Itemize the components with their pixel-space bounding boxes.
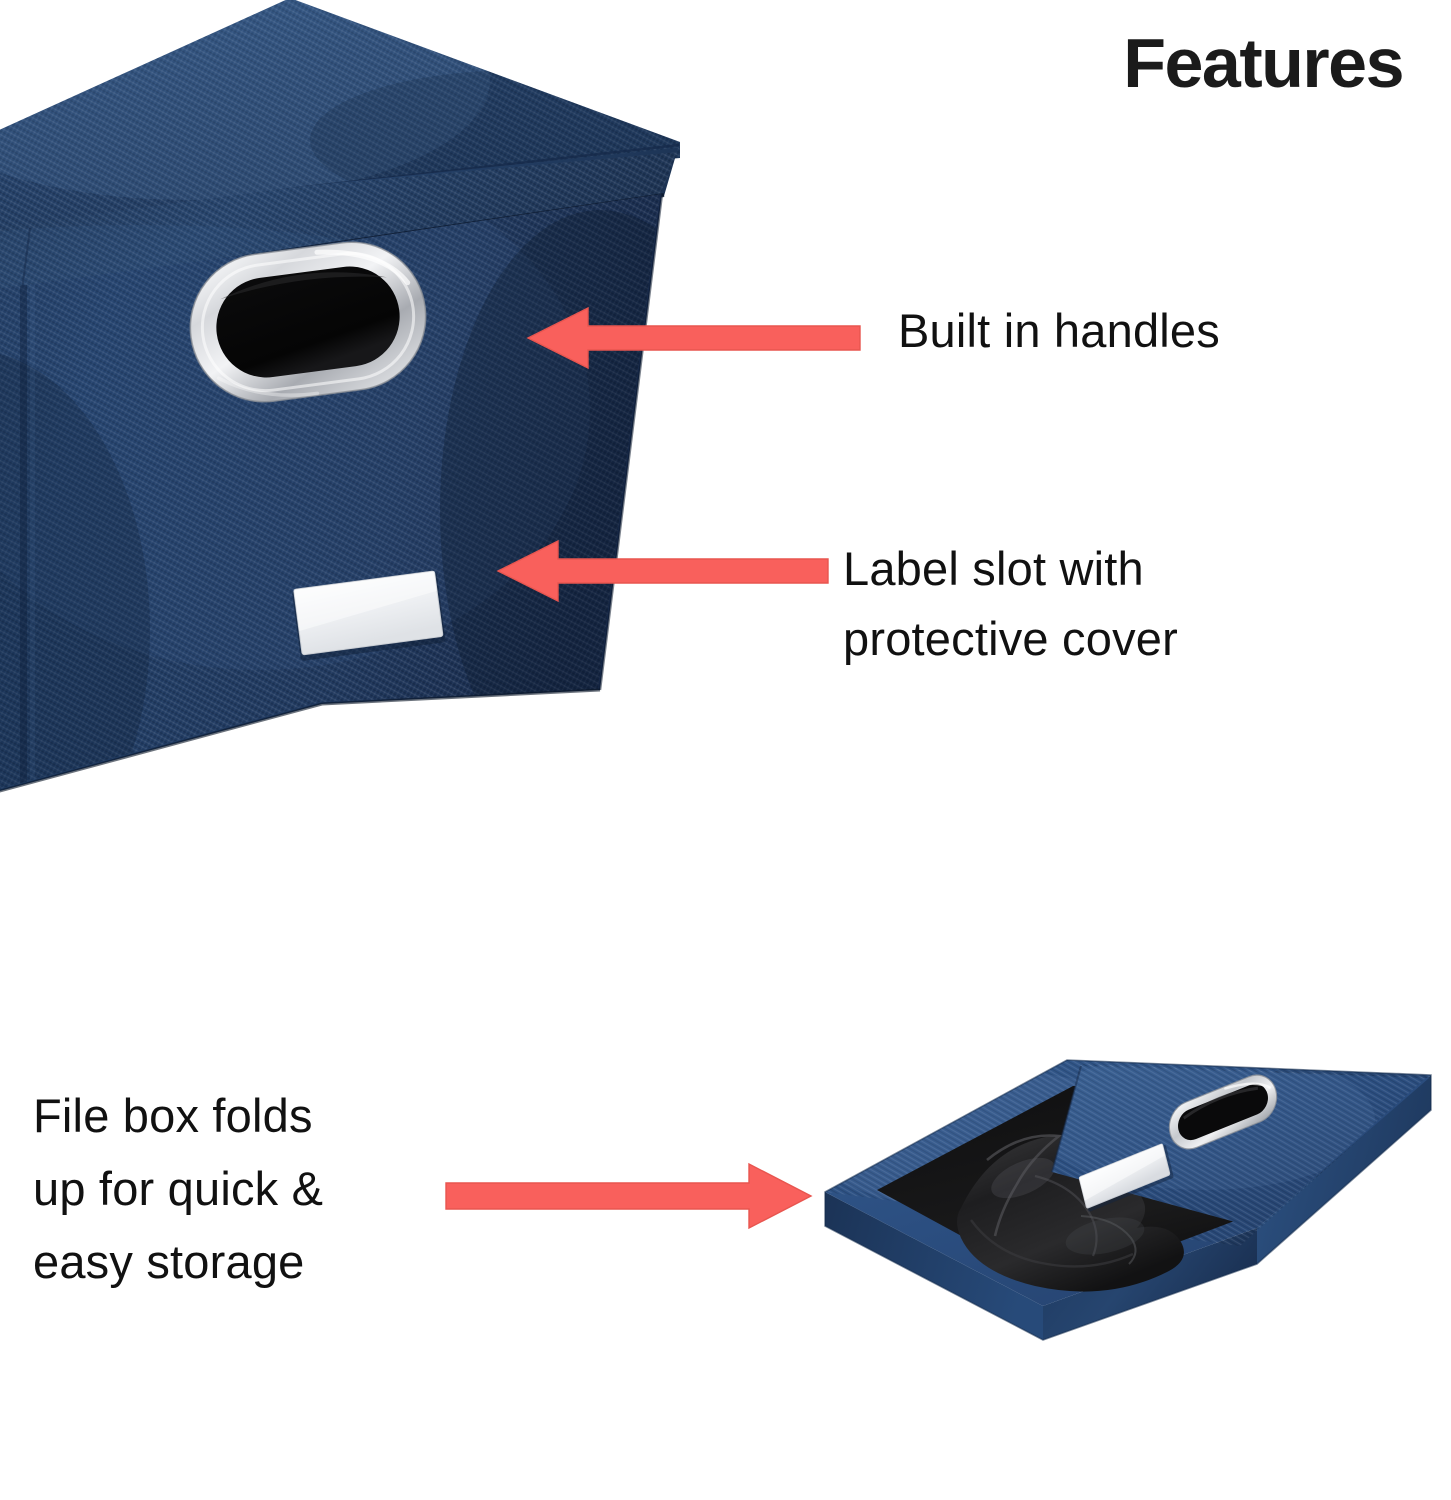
callout-arrow-folds-flat bbox=[443, 1162, 815, 1230]
callout-line: easy storage bbox=[33, 1234, 305, 1288]
tray-wall-front bbox=[1043, 1228, 1257, 1340]
callout-line: File box folds bbox=[33, 1089, 313, 1142]
tray-wall-left bbox=[825, 1192, 1043, 1340]
callout-line: up for quick & bbox=[33, 1161, 324, 1215]
folded-black-fabric bbox=[957, 1134, 1184, 1292]
product-image-folded-box bbox=[805, 1050, 1451, 1360]
callout-arrow-label-slot bbox=[494, 539, 832, 603]
callout-label-slot: Label slot with protective cover bbox=[843, 534, 1313, 673]
callout-line: Label slot with bbox=[843, 542, 1144, 595]
label-slot-card bbox=[1078, 1143, 1174, 1212]
callout-arrow-handles bbox=[524, 306, 864, 370]
callout-built-in-handles: Built in handles bbox=[898, 303, 1220, 358]
callout-line: Built in handles bbox=[898, 304, 1220, 357]
tray-wall-right bbox=[1257, 1075, 1431, 1264]
callout-folds-flat: File box folds up for quick & easy stora… bbox=[33, 1080, 463, 1299]
callout-line: protective cover bbox=[843, 611, 1178, 665]
handle-grommet bbox=[189, 241, 427, 403]
page-title: Features bbox=[1123, 24, 1404, 102]
label-slot-card bbox=[292, 570, 446, 661]
handle-grommet bbox=[1168, 1074, 1278, 1150]
product-image-assembled-box bbox=[0, 0, 680, 850]
